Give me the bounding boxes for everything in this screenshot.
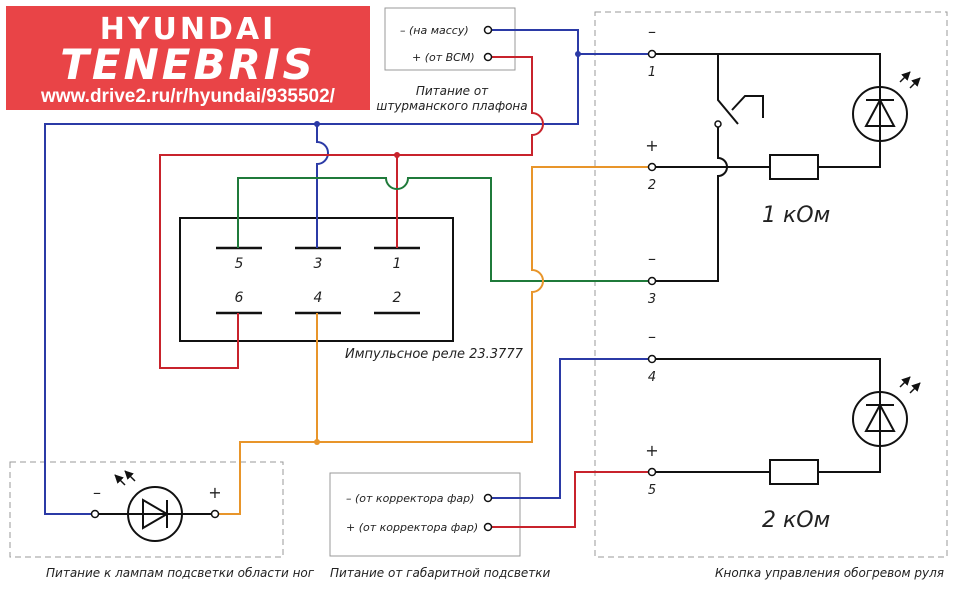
source-minus-label: – (на массу) [400,24,469,37]
source-plus-label: + (от BCM) [412,51,475,64]
logo-model: TENEBRIS [60,40,316,89]
resistor-2 [769,459,819,485]
terminal-foot-minus [90,509,100,519]
terminal-5 [647,467,657,477]
junction-dot [314,439,320,445]
relay-pin-4: 4 [314,290,323,306]
red-wires [159,56,648,528]
source-caption-2: штурманского плафона [376,99,527,113]
button-block-frame [594,11,948,558]
logo-banner: HYUNDAI TENEBRIS www.drive2.ru/r/hyundai… [6,6,370,110]
terminal-3-num: 3 [648,292,656,307]
terminal-4-num: 4 [648,370,656,385]
terminal-2-sign: + [645,136,658,155]
terminal-foot-plus [210,509,220,519]
parking-box-caption: Питание от габаритной подсветки [330,566,551,580]
logo-brand: HYUNDAI [99,12,277,47]
junction-dot [575,51,581,57]
terminal-parking-minus [483,493,493,503]
terminal-1-sign: – [648,22,656,41]
dashed-boxes [9,7,948,558]
button-block-wiring [652,53,881,473]
terminal-4-sign: – [648,327,656,346]
logo-url: www.drive2.ru/r/hyundai/935502/ [41,86,335,107]
relay-caption: Импульсное реле 23.3777 [345,347,524,362]
resistor-2-label: 2 кОм [762,508,830,533]
relay-pin-2: 2 [393,290,402,306]
relay-pin-1: 1 [393,256,402,272]
junction-dot [314,121,320,127]
terminal-source-plus [483,52,493,62]
blue-wires [44,29,648,515]
terminal-1-num: 1 [648,65,656,80]
terminal-source-minus [483,25,493,35]
terminal-2 [647,162,657,172]
parking-plus-label: + (от корректора фар) [346,521,478,534]
terminal-3-sign: – [648,249,656,268]
switch-contact [714,120,722,128]
junction-dot [394,152,400,158]
green-wire [237,177,648,282]
button-block-caption: Кнопка управления обогревом руля [715,566,944,580]
relay-pin-3: 3 [314,256,323,272]
orange-wire [216,166,648,515]
source-terminals [483,25,493,62]
foot-lamp-frame [9,461,284,558]
foot-lamp-caption: Питание к лампам подсветки области ног [46,566,315,580]
foot-lamp-symbol [98,470,212,542]
led-1-symbol [852,71,921,142]
terminal-4 [647,354,657,364]
terminal-1 [647,49,657,59]
terminal-3 [647,276,657,286]
parking-box-frame [329,472,521,557]
resistor-1 [769,154,819,180]
parking-minus-label: – (от корректора фар) [346,492,474,505]
relay-pin-6: 6 [235,290,244,306]
resistor-1-label: 1 кОм [762,203,830,228]
junction-dots [314,51,581,445]
button-terminals [647,49,657,477]
terminal-5-sign: + [645,441,658,460]
relay-pin-5: 5 [235,256,244,272]
source-caption-1: Питание от [416,84,489,98]
foot-plus-sign: + [208,483,221,502]
led-2-symbol [852,376,921,447]
terminal-5-num: 5 [648,483,656,498]
source-box-frame [384,7,516,71]
terminal-2-num: 2 [648,178,656,193]
foot-minus-sign: – [93,483,101,502]
terminal-parking-plus [483,522,493,532]
